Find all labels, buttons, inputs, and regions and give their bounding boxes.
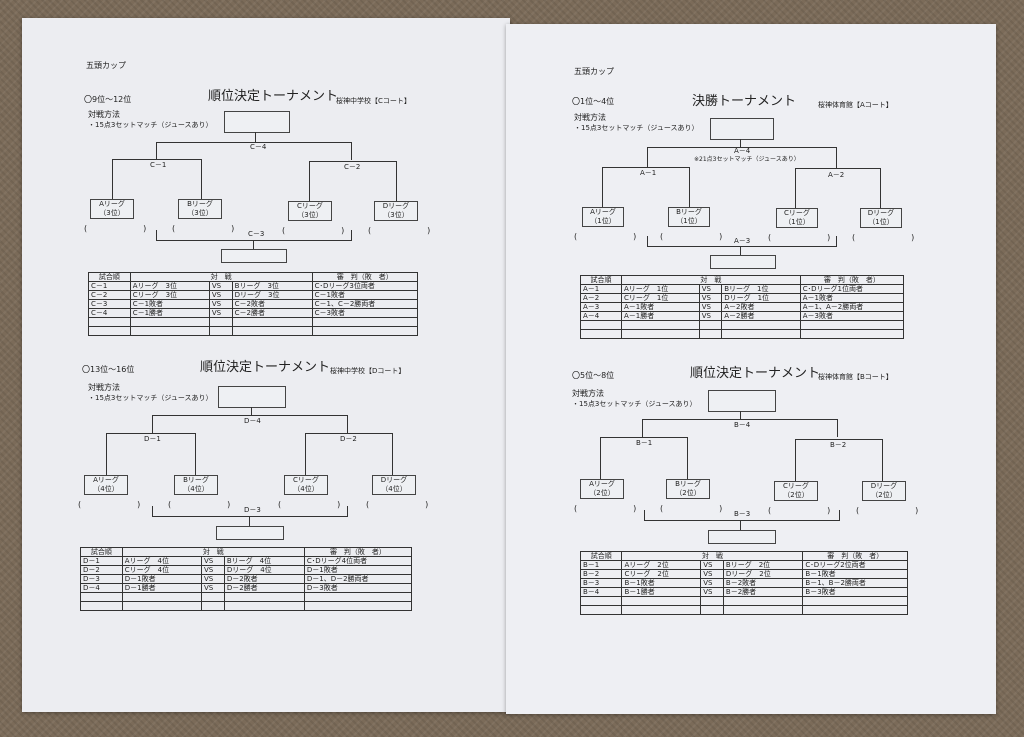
third-place-box bbox=[708, 530, 776, 544]
final-label: A－4 bbox=[734, 147, 751, 155]
method-text: ・15点3セットマッチ（ジュースあり） bbox=[572, 400, 697, 408]
venue: 桜神中学校【Cコート】 bbox=[336, 97, 411, 105]
left-sheet: 五頭カップ 〇9位～12位 順位決定トーナメント 桜神中学校【Cコート】 対戦方… bbox=[22, 18, 510, 712]
rank-range: 〇5位～8位 bbox=[572, 371, 615, 380]
venue: 桜神中学校【Dコート】 bbox=[330, 367, 406, 375]
method-text: ・15点3セットマッチ（ジュースあり） bbox=[88, 121, 213, 129]
team-slot: Aリーグ（4位） bbox=[84, 475, 128, 495]
team-slot: Bリーグ（4位） bbox=[174, 475, 218, 495]
method-text: ・15点3セットマッチ（ジュースあり） bbox=[88, 394, 213, 402]
team-slot: Aリーグ（1位） bbox=[582, 207, 624, 227]
third-place-label: D－3 bbox=[244, 506, 261, 514]
team-slot: Bリーグ（2位） bbox=[666, 479, 710, 499]
method-text: ・15点3セットマッチ（ジュースあり） bbox=[574, 124, 699, 132]
team-slot: Dリーグ（3位） bbox=[374, 201, 418, 221]
method-label: 対戦方法 bbox=[572, 389, 604, 398]
team-slot: Dリーグ（4位） bbox=[372, 475, 416, 495]
sheet-header: 五頭カップ bbox=[86, 61, 126, 70]
table-row bbox=[80, 592, 413, 602]
third-place-box bbox=[221, 249, 287, 263]
final-label: B－4 bbox=[734, 421, 751, 429]
team-slot: Aリーグ（2位） bbox=[580, 479, 624, 499]
semi-left-label: D－1 bbox=[144, 435, 161, 443]
rank-range: 〇13位～16位 bbox=[82, 365, 135, 374]
team-slot: Cリーグ（1位） bbox=[776, 208, 818, 228]
team-slot: Dリーグ（1位） bbox=[860, 208, 902, 228]
final-label: C－4 bbox=[250, 143, 267, 151]
semi-right-label: D－2 bbox=[340, 435, 357, 443]
champion-box bbox=[218, 386, 286, 408]
semi-right-label: C－2 bbox=[344, 163, 361, 171]
semi-left-label: A－1 bbox=[640, 169, 657, 177]
team-slot: Dリーグ（2位） bbox=[862, 481, 906, 501]
table-row bbox=[579, 596, 908, 606]
team-slot: Bリーグ（3位） bbox=[178, 199, 222, 219]
venue: 桜神体育館【Aコート】 bbox=[818, 101, 893, 109]
table-row bbox=[579, 605, 908, 615]
third-place-label: B－3 bbox=[734, 510, 751, 518]
right-sheet: 五頭カップ 〇1位～4位 決勝トーナメント 桜神体育館【Aコート】 対戦方法 ・… bbox=[506, 24, 996, 714]
third-place-label: A－3 bbox=[734, 237, 751, 245]
table-row bbox=[88, 317, 419, 327]
team-slot: Aリーグ（3位） bbox=[90, 199, 134, 219]
champion-box bbox=[710, 118, 774, 140]
final-label: D－4 bbox=[244, 417, 261, 425]
bracket-title: 順位決定トーナメント bbox=[690, 366, 821, 381]
table-row bbox=[580, 329, 905, 339]
method-label: 対戦方法 bbox=[88, 383, 120, 392]
team-slot: Cリーグ（2位） bbox=[774, 481, 818, 501]
table-row bbox=[580, 320, 905, 330]
semi-right-label: B－2 bbox=[830, 441, 847, 449]
table-row bbox=[88, 326, 419, 336]
semi-left-label: C－1 bbox=[150, 161, 167, 169]
bracket-title: 順位決定トーナメント bbox=[200, 360, 331, 375]
semi-left-label: B－1 bbox=[636, 439, 653, 447]
third-place-box bbox=[216, 526, 284, 540]
rank-range: 〇1位～4位 bbox=[572, 97, 615, 106]
team-slot: Cリーグ（4位） bbox=[284, 475, 328, 495]
sheet-header: 五頭カップ bbox=[574, 67, 614, 76]
method-label: 対戦方法 bbox=[88, 110, 120, 119]
champion-box bbox=[708, 390, 776, 412]
final-note: ※21点3セットマッチ（ジュースあり） bbox=[694, 156, 800, 163]
semi-right-label: A－2 bbox=[828, 171, 845, 179]
table-row bbox=[80, 601, 413, 611]
third-place-label: C－3 bbox=[248, 230, 265, 238]
rank-range: 〇9位～12位 bbox=[84, 95, 132, 104]
third-place-box bbox=[710, 255, 776, 269]
team-slot: Bリーグ（1位） bbox=[668, 207, 710, 227]
bracket-title: 決勝トーナメント bbox=[692, 94, 797, 109]
venue: 桜神体育館【Bコート】 bbox=[818, 373, 893, 381]
champion-box bbox=[224, 111, 290, 133]
bracket-title: 順位決定トーナメント bbox=[208, 89, 339, 104]
team-slot: Cリーグ（3位） bbox=[288, 201, 332, 221]
method-label: 対戦方法 bbox=[574, 113, 606, 122]
